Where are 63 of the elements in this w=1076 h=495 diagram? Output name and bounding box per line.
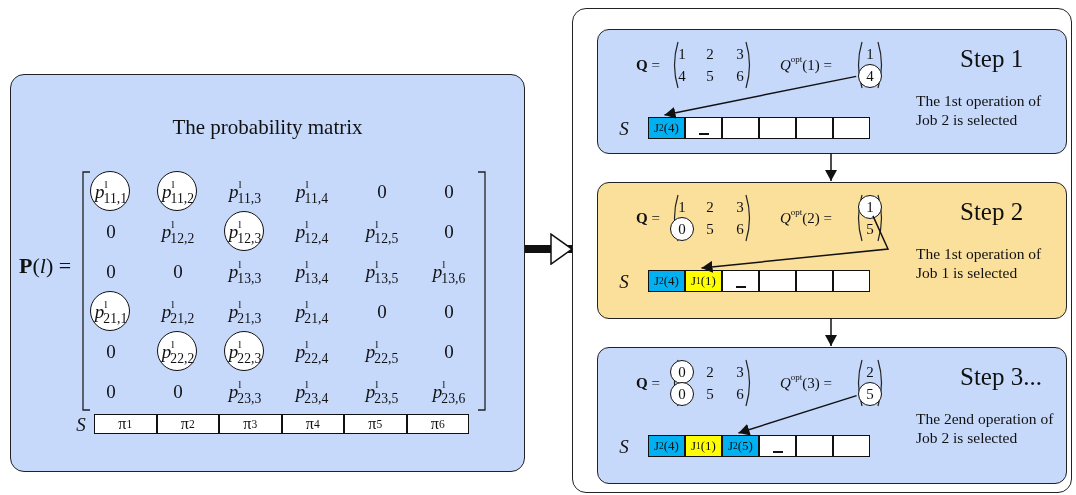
step-description: The 2end operation of Job 2 is selected bbox=[916, 410, 1055, 448]
matrix-entry: 0 bbox=[106, 381, 116, 401]
pointer-arrow bbox=[737, 394, 858, 436]
matrix-entry: 0 bbox=[173, 261, 183, 281]
circled-value: 0 bbox=[670, 360, 694, 384]
flow-arrow bbox=[825, 317, 837, 347]
pointer-arrow bbox=[663, 75, 857, 119]
matrix-entry: 0 bbox=[444, 181, 454, 201]
matrix-entry: 0 bbox=[377, 181, 387, 201]
matrix-entry: 0 bbox=[444, 221, 454, 241]
matrix-entry: 6 bbox=[736, 68, 744, 84]
matrix-entry: 0 bbox=[106, 261, 116, 281]
matrix-entry: 0 bbox=[106, 221, 116, 241]
circled-value: 4 bbox=[858, 64, 882, 88]
matrix-entry: 0 bbox=[444, 341, 454, 361]
circled-value: 1 bbox=[858, 195, 882, 219]
matrix-entry: 5 bbox=[706, 221, 714, 237]
matrix-equation-label: Q = bbox=[636, 375, 660, 391]
circled-value: 5 bbox=[858, 382, 882, 406]
matrix-entry: 5 bbox=[706, 68, 714, 84]
matrix-entry: 4 bbox=[678, 68, 686, 84]
matrix-entry: 0 bbox=[377, 301, 387, 321]
pointer-arrow bbox=[700, 215, 890, 273]
flow-arrow bbox=[825, 152, 837, 182]
sequence-label: S bbox=[76, 414, 86, 434]
step-title: Step 1 bbox=[960, 45, 1024, 73]
sequence-label: S bbox=[619, 118, 629, 138]
matrix-entry: 3 bbox=[736, 46, 744, 62]
matrix-entry: 2 bbox=[706, 199, 714, 215]
matrix-entry: 6 bbox=[736, 221, 744, 237]
step-description: The 1st operation of Job 2 is selected bbox=[916, 92, 1043, 130]
circled-value: 0 bbox=[670, 217, 694, 241]
matrix-equation-label: Q = bbox=[636, 57, 660, 73]
step-description: The 1st operation of Job 1 is selected bbox=[916, 245, 1043, 283]
step-title: Step 2 bbox=[960, 198, 1024, 226]
matrix-entry: 0 bbox=[106, 341, 116, 361]
step-panel bbox=[597, 29, 1067, 154]
matrix-entry: 5 bbox=[706, 386, 714, 402]
vector-equation-label: Q$^{opt}$(3) = bbox=[780, 375, 833, 391]
matrix-panel bbox=[10, 74, 525, 472]
matrix-entry: 1 bbox=[866, 46, 874, 62]
sequence-label: S bbox=[619, 436, 629, 456]
step-title: Step 3... bbox=[960, 363, 1042, 391]
matrix-entry: 0 bbox=[444, 301, 454, 321]
matrix-equation-label: P(l) = bbox=[19, 255, 72, 277]
matrix-entry: 5 bbox=[866, 221, 874, 237]
matrix-entry: 2 bbox=[706, 46, 714, 62]
matrix-entry: 0 bbox=[173, 381, 183, 401]
matrix-entry: 1 bbox=[678, 46, 686, 62]
matrix-entry: 2 bbox=[866, 364, 874, 380]
matrix-entry: 1 bbox=[678, 199, 686, 215]
circled-value: 0 bbox=[670, 382, 694, 406]
panel-title: The probability matrix bbox=[172, 115, 363, 140]
matrix-entry: 3 bbox=[736, 199, 744, 215]
block-arrow bbox=[525, 233, 573, 265]
matrix-equation-label: Q = bbox=[636, 210, 660, 226]
matrix-entry: 2 bbox=[706, 364, 714, 380]
step-panel bbox=[597, 347, 1067, 484]
steps-panel bbox=[572, 8, 1072, 493]
matrix-entry: 3 bbox=[736, 364, 744, 380]
matrix-entry: 6 bbox=[736, 386, 744, 402]
sequence-label: S bbox=[619, 271, 629, 291]
step-panel bbox=[597, 182, 1067, 319]
